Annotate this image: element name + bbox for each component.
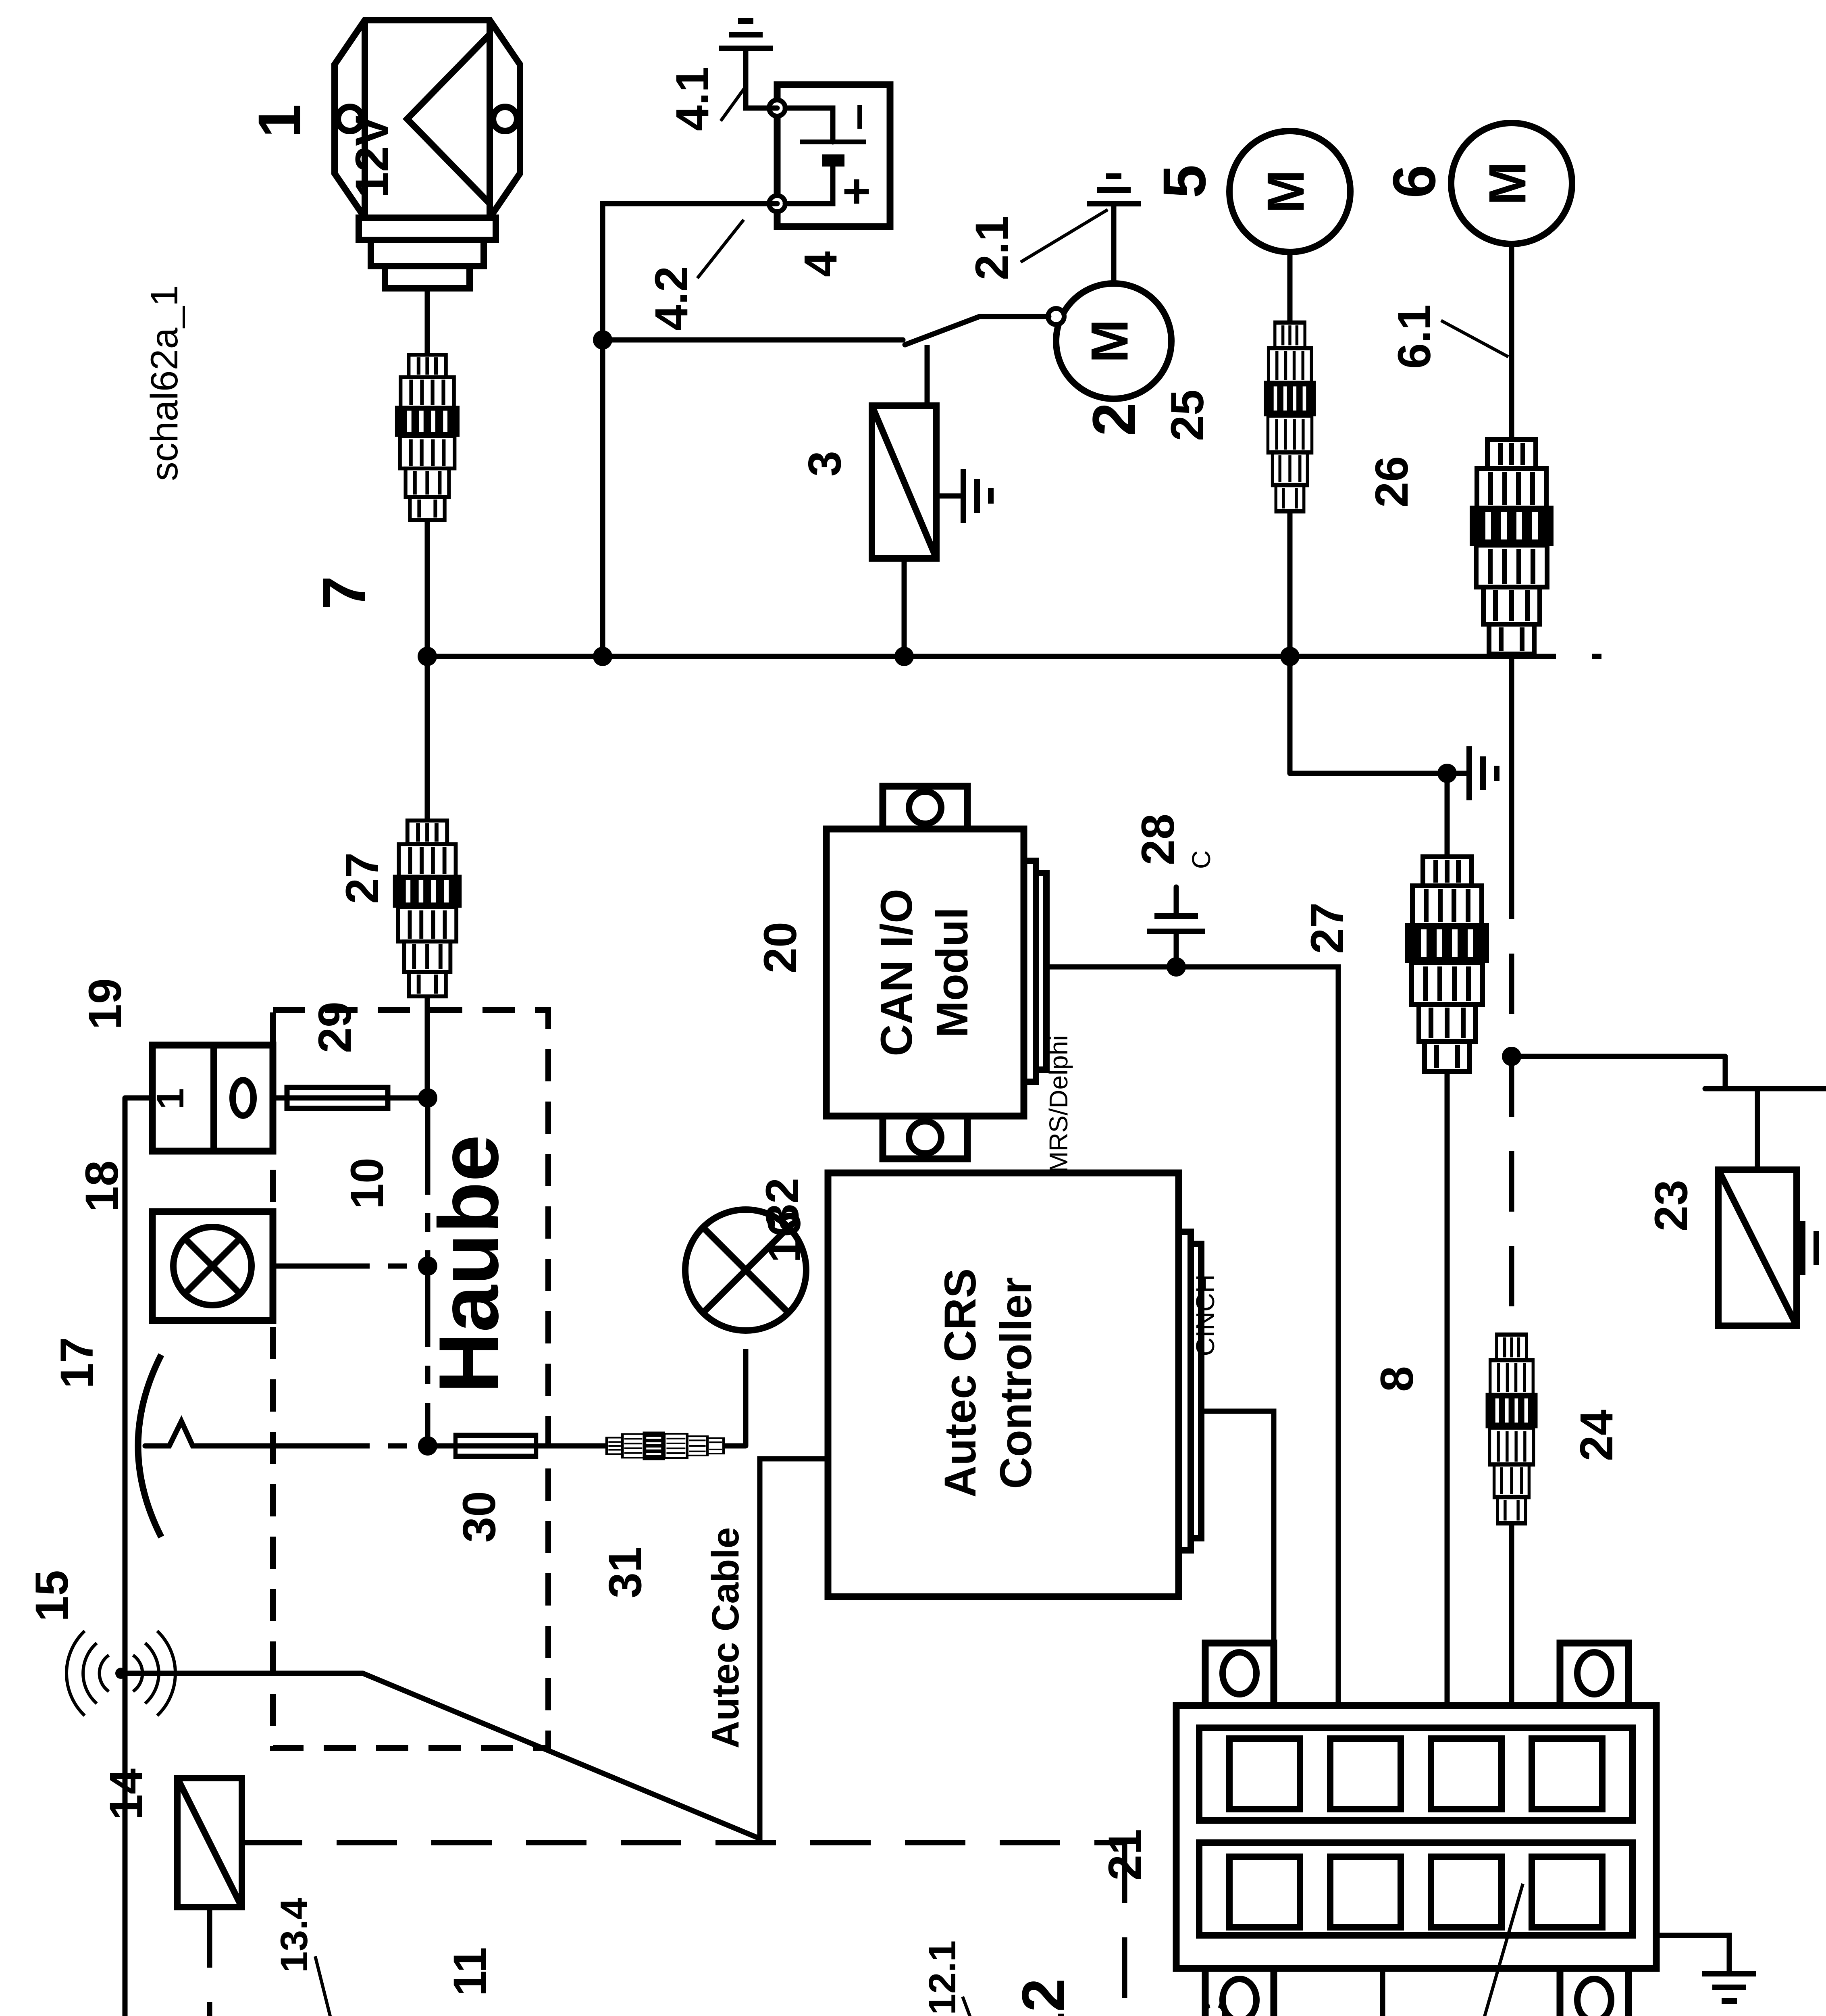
ref-5: 5 — [1150, 165, 1218, 198]
ref-4-1: 4.1 — [667, 67, 718, 131]
autec-cable: Autec Cable — [704, 1527, 747, 1748]
lamp-18 — [149, 1208, 277, 1324]
motor-5-letter: M — [1256, 170, 1315, 213]
ref-29: 29 — [309, 1002, 361, 1053]
crs-controller: Autec CRS Controller CINCH — [824, 1169, 1220, 1600]
ref-30: 30 — [453, 1491, 505, 1543]
battery-minus: – — [829, 104, 883, 131]
ref-31: 31 — [599, 1547, 651, 1598]
ref-20: 20 — [755, 922, 806, 973]
motor-5: M — [1226, 128, 1354, 255]
ref-16: 16 — [759, 1211, 810, 1263]
ref-27b: 27 — [1302, 902, 1353, 954]
solenoid-3 — [869, 402, 991, 562]
battery-plus: + — [829, 177, 883, 206]
ref-26: 26 — [1366, 456, 1418, 508]
connector-26 — [1472, 439, 1551, 654]
switch-19-on: 1 — [149, 1088, 192, 1110]
crs-line1: Autec CRS — [936, 1268, 985, 1497]
ref-28-c: C — [1187, 850, 1216, 869]
can-io-line1: CAN I/O — [872, 889, 921, 1056]
ref-17: 17 — [51, 1337, 103, 1389]
haube-boundary — [270, 1007, 551, 1751]
receiver-voltage: 12V — [346, 115, 398, 198]
horn-17 — [135, 1353, 276, 1539]
connector-27b — [1408, 857, 1487, 1071]
ref-4: 4 — [795, 251, 846, 277]
mrs-delphi: MRS/Delphi — [1044, 1035, 1073, 1173]
ref-2-1: 2.1 — [966, 216, 1018, 280]
motor-6: M — [1448, 120, 1575, 247]
ref-24: 24 — [1571, 1410, 1622, 1461]
connector-25 — [1265, 323, 1314, 511]
ref-6-1: 6.1 — [1389, 304, 1440, 369]
motor-2: M — [1046, 280, 1175, 402]
crs-line2: Controller — [991, 1277, 1041, 1489]
ref-25: 25 — [1162, 389, 1213, 441]
can-io-module: CAN I/O Modul MRS/Delphi — [823, 783, 1073, 1173]
ref-6: 6 — [1380, 165, 1448, 198]
solenoid-14 — [174, 1775, 245, 1910]
motor-2-letter: M — [1080, 319, 1139, 363]
can-io-line2: Modul — [928, 907, 977, 1038]
connector-31 — [607, 1433, 724, 1460]
ref-12-1a: 12.1 — [921, 1941, 964, 2015]
ref-14: 14 — [100, 1768, 152, 1820]
receiver-12v: 12V — [331, 17, 523, 292]
connector-27 — [395, 821, 460, 996]
solenoid-23 — [1715, 1166, 1826, 1329]
ref-1: 1 — [245, 104, 313, 137]
ref-3: 3 — [799, 451, 851, 477]
ref-7: 7 — [310, 576, 378, 609]
cinch-label: CINCH — [1191, 1275, 1220, 1356]
ref-19: 19 — [79, 978, 131, 1030]
connector-24 — [1487, 1335, 1536, 1523]
ref-23: 23 — [1645, 1180, 1697, 1231]
ref-27: 27 — [337, 852, 388, 904]
ref-28: 28 — [1132, 814, 1184, 865]
drawing-id: schal62a_1 — [143, 285, 186, 481]
switch-19: 1 — [149, 1041, 277, 1155]
lamp-32 — [682, 1206, 809, 1334]
ref-11: 11 — [444, 1947, 496, 1996]
connector-7 — [397, 355, 458, 520]
ref-18: 18 — [76, 1160, 128, 1212]
ref-2: 2 — [1080, 402, 1148, 436]
ref-32: 32 — [757, 1178, 808, 1229]
ref-4-2: 4.2 — [646, 266, 697, 331]
battery: – + — [767, 81, 894, 230]
junction-dots — [418, 330, 1521, 1456]
motor-6-letter: M — [1478, 162, 1537, 205]
relay-block-21 — [1173, 1639, 1660, 2016]
ref-13-4a: 13.4 — [273, 1898, 316, 1972]
ref-10: 10 — [341, 1158, 393, 1209]
ref-12: 12 — [1009, 1979, 1077, 2016]
ref-8: 8 — [1371, 1366, 1423, 1392]
pc-label: PC — [1196, 2002, 1232, 2016]
ref-15: 15 — [26, 1570, 78, 1622]
